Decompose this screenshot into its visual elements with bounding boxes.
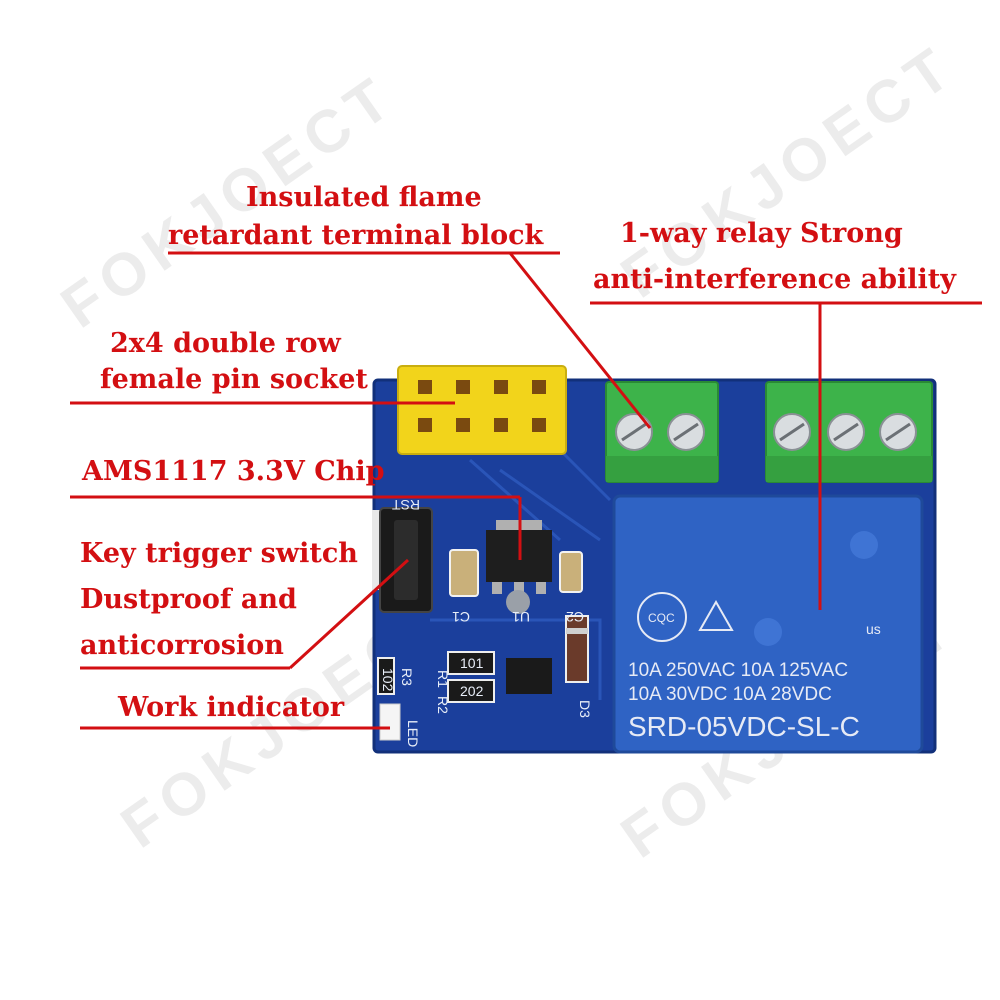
cqc-mark: CQC	[648, 611, 675, 625]
label-indicator: Work indicator	[118, 692, 345, 723]
label-pin-socket-line1: 2x4 double row	[110, 328, 341, 359]
relay: CQC us 10A 250VAC 10A 125VAC 10A 30VDC 1…	[612, 494, 924, 754]
resistors	[377, 651, 495, 703]
label-relay-line2: anti-interference ability	[593, 264, 956, 295]
label-terminal-block-line2: retardant terminal block	[168, 220, 544, 251]
ul-mark: us	[866, 621, 881, 637]
silk-r1: R1	[435, 670, 451, 688]
silk-rst: RST	[392, 497, 420, 513]
key-switch	[372, 507, 433, 613]
capacitor-c2	[559, 551, 583, 593]
capacitor-c1	[449, 549, 479, 597]
silk-led: LED	[405, 720, 421, 747]
label-pin-socket-line2: female pin socket	[100, 364, 368, 395]
terminal-block-3pin	[765, 381, 933, 483]
silk-c1: C1	[452, 609, 470, 625]
led	[379, 703, 401, 741]
silk-r2: R2	[435, 696, 451, 714]
label-key-switch-line1: Key trigger switch	[80, 538, 358, 569]
silk-r3: R3	[399, 668, 415, 686]
label-chip: AMS1117 3.3V Chip	[82, 456, 385, 487]
label-key-switch-line3: anticorrosion	[80, 630, 284, 661]
silk-d3: D3	[577, 700, 593, 718]
label-terminal-block-line1: Insulated flame	[246, 182, 482, 213]
silk-c2: C2	[566, 609, 584, 625]
res-code-101: 101	[460, 655, 484, 671]
female-pin-socket	[397, 365, 567, 455]
relay-rating-line2: 10A 30VDC 10A 28VDC	[628, 684, 832, 705]
diode-d3	[565, 615, 589, 683]
silk-u1: U1	[512, 609, 530, 625]
res-code-202: 202	[460, 683, 484, 699]
relay-model: SRD-05VDC-SL-C	[628, 711, 860, 742]
label-relay-line1: 1-way relay Strong	[620, 218, 903, 249]
res-code-102: 102	[380, 668, 396, 692]
relay-rating-line1: 10A 250VAC 10A 125VAC	[628, 660, 848, 681]
terminal-block-2pin	[605, 381, 719, 483]
transistor	[506, 658, 552, 694]
leader-lines	[70, 251, 982, 730]
label-key-switch-line2: Dustproof and	[80, 584, 297, 615]
